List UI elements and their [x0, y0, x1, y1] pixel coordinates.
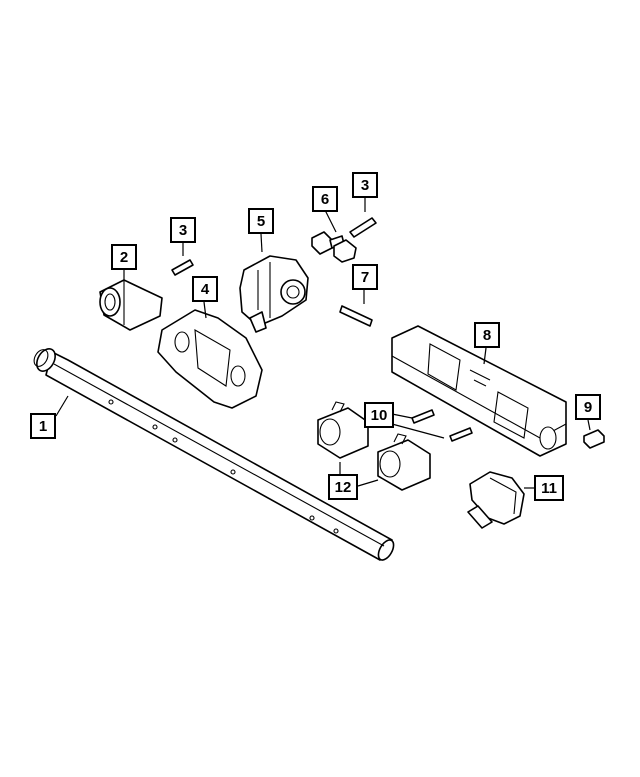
part-7-pin: [339, 305, 373, 327]
part-8-rail: [391, 325, 567, 457]
callout-part-1: 1: [30, 413, 56, 439]
callout-part-2: 2: [111, 244, 137, 270]
part-6-bolt-a: [311, 231, 345, 255]
callout-part-11: 11: [534, 475, 564, 501]
part-3-pin-a: [171, 259, 194, 276]
part-11-gear-segment: [467, 471, 525, 529]
part-9-screw: [583, 429, 605, 449]
callout-part-4: 4: [192, 276, 218, 302]
callout-part-9: 9: [575, 394, 601, 420]
part-2-block: [99, 279, 163, 331]
part-10-pin-a: [411, 409, 435, 424]
part-4-fork: [157, 309, 263, 409]
part-5-bracket: [239, 255, 309, 333]
part-12-sleeve-b: [377, 433, 431, 491]
callout-part-5: 5: [248, 208, 274, 234]
part-6-bolt-b: [333, 239, 357, 263]
part-10-pin-b: [449, 427, 473, 442]
callout-part-12: 12: [328, 474, 358, 500]
part-1-shaft: [33, 348, 395, 561]
part-12-sleeve-a: [317, 401, 369, 459]
callout-part-3-left: 3: [170, 217, 196, 243]
callout-part-7: 7: [352, 264, 378, 290]
callout-part-3-right: 3: [352, 172, 378, 198]
callout-part-10: 10: [364, 402, 394, 428]
callout-part-6: 6: [312, 186, 338, 212]
callout-part-8: 8: [474, 322, 500, 348]
part-3-pin-b: [349, 217, 377, 238]
